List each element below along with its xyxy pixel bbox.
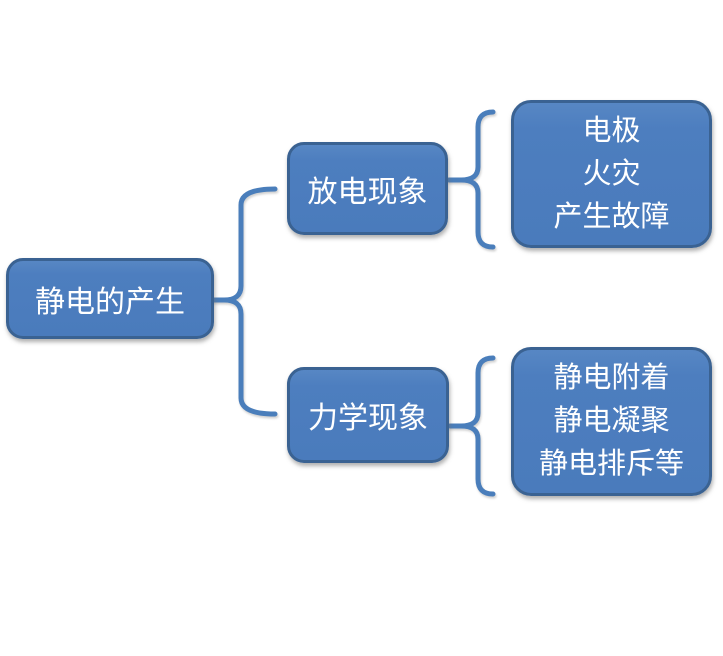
leaf-line: 火灾 xyxy=(582,157,641,190)
leaf-line: 产生故障 xyxy=(553,200,670,233)
leaf-line: 静电凝聚 xyxy=(553,405,670,437)
node-leaf-mechanical-effects: 静电附着 静电凝聚 静电排斥等 xyxy=(511,347,712,496)
node-branch-mechanical: 力学现象 xyxy=(287,367,449,463)
leaf-line: 静电排斥等 xyxy=(538,448,684,480)
brace-branch-bottom-to-leaf xyxy=(458,355,496,497)
node-branch-mechanical-label: 力学现象 xyxy=(308,402,428,435)
brace-root-to-branches xyxy=(221,186,278,417)
node-leaf-discharge-effects: 电极 火灾 产生故障 xyxy=(511,100,712,248)
node-branch-discharge: 放电现象 xyxy=(287,142,448,235)
leaf-line: 静电附着 xyxy=(553,362,670,394)
leaf-discharge-effects-lines: 电极 火灾 产生故障 xyxy=(553,110,669,239)
leaf-line: 电极 xyxy=(582,114,641,147)
brace-branch-top-to-leaf xyxy=(458,109,496,250)
node-root: 静电的产生 xyxy=(6,258,214,339)
leaf-mechanical-effects-lines: 静电附着 静电凝聚 静电排斥等 xyxy=(539,357,684,486)
node-root-label: 静电的产生 xyxy=(35,285,185,319)
node-branch-discharge-label: 放电现象 xyxy=(307,175,428,209)
